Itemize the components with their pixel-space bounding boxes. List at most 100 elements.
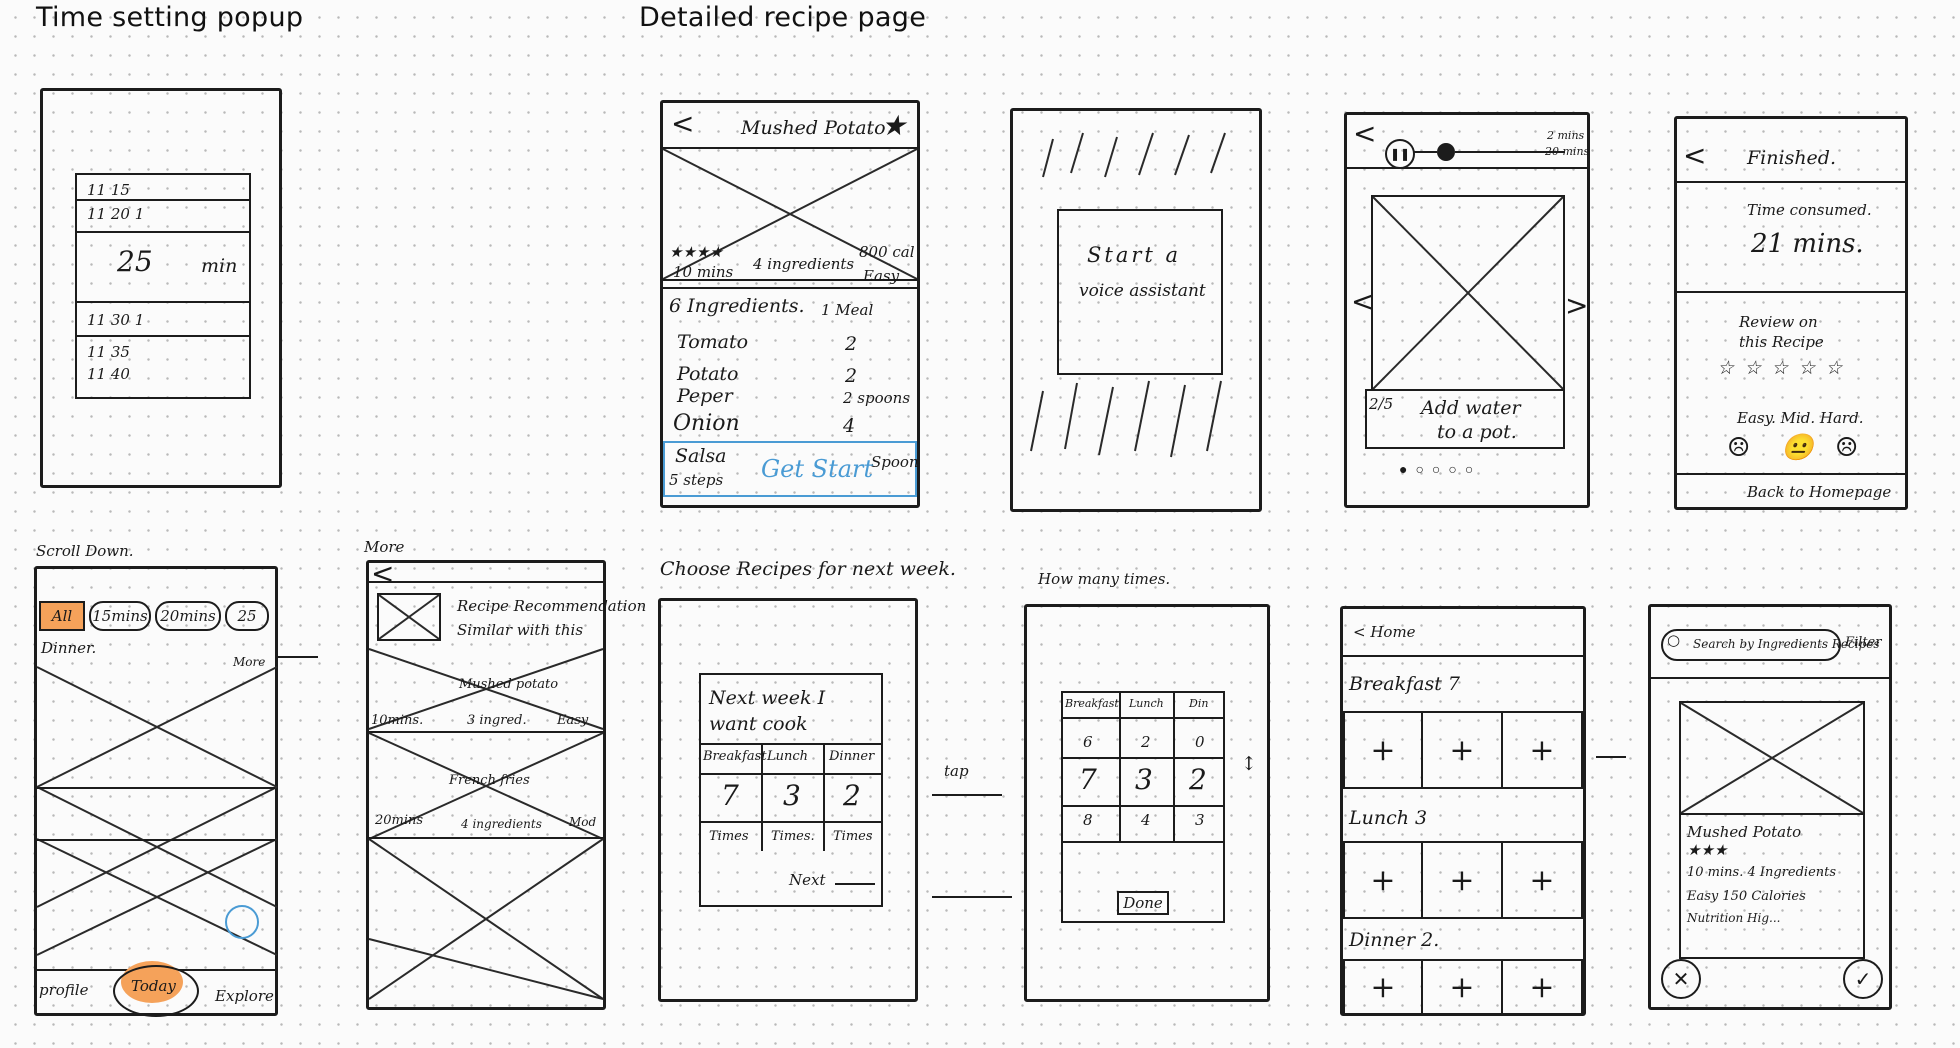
recommendation-subtitle: Similar with this xyxy=(457,621,584,639)
recommended-recipe-card[interactable] xyxy=(368,648,604,730)
filter-20mins[interactable]: 20mins xyxy=(155,601,221,631)
step-number: 2/5 xyxy=(1369,395,1394,413)
accept-button[interactable]: ✓ xyxy=(1843,959,1883,999)
ingredients-header: 6 Ingredients. xyxy=(669,295,805,317)
next-button[interactable]: Next xyxy=(789,871,826,889)
breakfast-label: Breakfast 7 xyxy=(1349,673,1461,695)
previous-step-icon[interactable]: < xyxy=(1351,285,1375,318)
pause-icon[interactable]: ❚❚ xyxy=(1385,139,1415,169)
back-arrow-icon xyxy=(932,896,1012,898)
reject-button[interactable]: ✕ xyxy=(1661,959,1701,999)
recipe-swipe-card[interactable]: Mushed Potato ★★★ 10 mins. 4 Ingredients… xyxy=(1679,701,1865,959)
add-dinner-slot[interactable]: + xyxy=(1421,959,1503,1015)
times-label: Times. xyxy=(771,829,815,844)
add-lunch-slot[interactable]: + xyxy=(1501,841,1583,919)
back-icon[interactable]: < xyxy=(1683,139,1707,172)
recommended-recipe-ingredients: 4 ingredients xyxy=(461,817,542,831)
back-icon[interactable]: < xyxy=(671,107,695,140)
filter-15mins[interactable]: 15mins xyxy=(89,601,151,631)
card-recipe-stars: ★★★ xyxy=(1687,841,1728,859)
search-recipe-screen: Search by Ingredients Recipes ○ Filter M… xyxy=(1648,604,1892,1010)
col-dinner: Dinner xyxy=(829,749,875,764)
step-text-line1: Add water xyxy=(1421,397,1521,419)
face-hard-icon[interactable]: ☹ xyxy=(1835,433,1859,463)
voice-dialog-title: Start a xyxy=(1087,243,1182,267)
lunch-times[interactable]: 3 xyxy=(783,779,801,812)
done-button[interactable]: Done xyxy=(1117,891,1169,915)
dinner-times[interactable]: 2 xyxy=(1189,763,1207,796)
back-to-homepage-button[interactable]: Back to Homepage xyxy=(1747,483,1892,501)
add-dinner-slot[interactable]: + xyxy=(1501,959,1583,1015)
search-input[interactable]: Search by Ingredients Recipes xyxy=(1661,629,1880,661)
time-option[interactable]: 11 15 xyxy=(87,181,130,199)
ingredient-name: Onion xyxy=(673,411,740,436)
filter-all[interactable]: All xyxy=(39,601,85,631)
card-recipe-difficulty: Easy 150 Calories xyxy=(1687,889,1806,904)
back-icon[interactable]: < xyxy=(371,557,395,590)
recommended-recipe-card[interactable] xyxy=(368,732,604,840)
dinner-recipe-card[interactable] xyxy=(36,666,278,908)
difficulty-options: Easy. Mid. Hard. xyxy=(1737,409,1864,427)
recipe-time: 10 mins xyxy=(673,263,734,281)
get-start-button[interactable]: Salsa Spoon 5 steps Get Start xyxy=(663,441,919,497)
add-lunch-slot[interactable]: + xyxy=(1343,841,1423,919)
nav-today[interactable]: Today xyxy=(131,977,176,995)
time-selected-value[interactable]: 25 xyxy=(117,245,153,278)
cooking-step-screen: < ❚❚ 2 mins 20 mins < > 2/5 Add water to… xyxy=(1344,112,1590,508)
tap-note: tap xyxy=(944,762,969,780)
voice-assistant-icon[interactable] xyxy=(225,905,259,939)
next-step-icon[interactable]: > xyxy=(1565,289,1589,322)
time-option[interactable]: 11 40 xyxy=(87,365,130,383)
face-easy-icon[interactable]: ☹ xyxy=(1727,433,1751,463)
review-stars[interactable]: ☆ ☆ ☆ ☆ ☆ xyxy=(1717,357,1845,379)
more-arrow-icon xyxy=(278,656,318,658)
nav-explore[interactable]: Explore xyxy=(215,987,274,1005)
dinner-times[interactable]: 2 xyxy=(843,779,861,812)
back-icon[interactable]: < xyxy=(1353,117,1377,150)
nav-profile[interactable]: profile xyxy=(39,981,89,999)
breakfast-times[interactable]: 7 xyxy=(1079,763,1097,796)
finished-screen: < Finished. Time consumed. 21 mins. Revi… xyxy=(1674,116,1908,510)
ingredient-qty: 2 xyxy=(845,333,858,355)
picker-option[interactable]: 8 xyxy=(1083,811,1093,829)
voice-assistant-dialog[interactable]: Start a voice assistant xyxy=(1057,209,1223,375)
recommended-recipe-difficulty: Easy xyxy=(557,713,589,728)
review-title: Review on xyxy=(1739,313,1818,331)
add-breakfast-slot[interactable]: + xyxy=(1501,711,1583,789)
breakfast-times[interactable]: 7 xyxy=(721,779,739,812)
recipe-image-placeholder xyxy=(662,148,918,280)
picker-option[interactable]: 4 xyxy=(1141,811,1151,829)
filter-button[interactable]: Filter xyxy=(1845,635,1882,650)
recipe-card[interactable] xyxy=(368,838,604,1000)
time-picker[interactable]: 11 15 11 20 1 25 min 11 30 1 11 35 11 40 xyxy=(75,173,251,399)
face-mid-icon[interactable]: 😐 xyxy=(1781,433,1814,463)
progress-knob-icon[interactable] xyxy=(1437,143,1455,161)
recipe-title: Mushed Potato xyxy=(741,117,886,139)
filter-25[interactable]: 25 xyxy=(225,601,269,631)
add-lunch-slot[interactable]: + xyxy=(1421,841,1503,919)
ingredient-name: Potato xyxy=(677,363,739,385)
ingredient-qty: 2 xyxy=(845,365,858,387)
recommended-recipe-time: 20mins xyxy=(375,813,424,828)
favorite-star-icon[interactable]: ★ xyxy=(881,109,907,142)
add-breakfast-slot[interactable]: + xyxy=(1343,711,1423,789)
add-breakfast-slot[interactable]: + xyxy=(1421,711,1503,789)
step-text-line2: to a pot. xyxy=(1437,421,1517,443)
picker-option[interactable]: 6 xyxy=(1083,733,1093,751)
meal-count[interactable]: 1 Meal xyxy=(821,301,874,319)
lunch-times[interactable]: 3 xyxy=(1135,763,1153,796)
home-today-screen: All 15mins 20mins 25 Dinner. More profil… xyxy=(34,566,278,1017)
picker-option[interactable]: 0 xyxy=(1195,733,1205,751)
add-dinner-slot[interactable]: + xyxy=(1343,959,1423,1015)
home-back-link[interactable]: < Home xyxy=(1353,623,1416,641)
ingredient-name: Peper xyxy=(677,385,733,407)
time-popup-screen: 11 15 11 20 1 25 min 11 30 1 11 35 11 40 xyxy=(40,88,282,488)
step-image-placeholder xyxy=(1371,195,1565,391)
time-option[interactable]: 11 30 1 xyxy=(87,311,145,329)
time-option[interactable]: 11 35 xyxy=(87,343,130,361)
time-option[interactable]: 11 20 1 xyxy=(87,205,145,223)
more-link[interactable]: More xyxy=(233,655,266,669)
picker-option[interactable]: 2 xyxy=(1141,733,1151,751)
times-picker-dialog: Breakfast Lunch Din 6 2 0 7 3 2 8 4 3 Do… xyxy=(1061,691,1225,923)
picker-option[interactable]: 3 xyxy=(1195,811,1205,829)
